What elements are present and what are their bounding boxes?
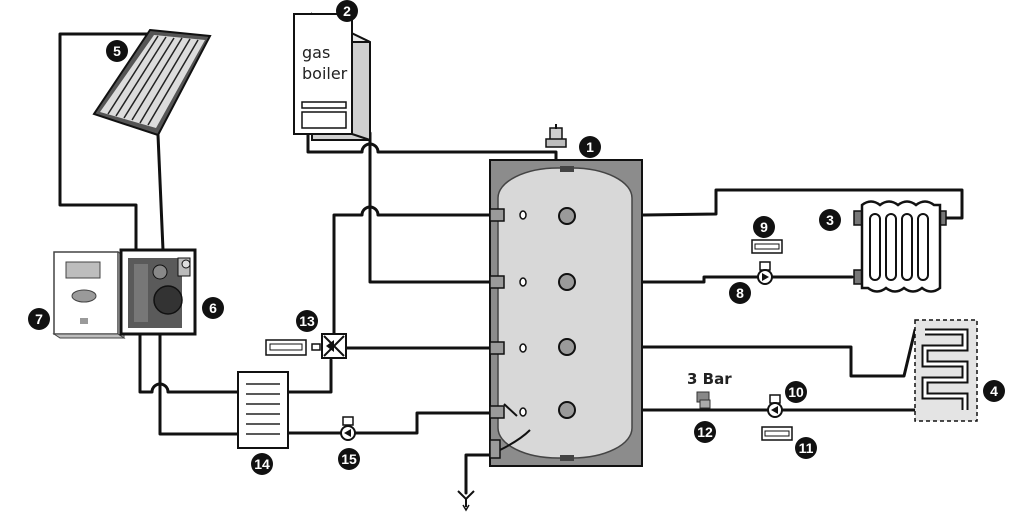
three-way-mixing-valve (311, 333, 347, 359)
pressure-relief-valve (696, 391, 711, 409)
solar-pump-station (119, 248, 197, 336)
svg-text:4: 4 (990, 383, 998, 399)
controller-display-9 (751, 239, 783, 254)
pipe-solar-right (156, 133, 165, 252)
pipe-drain (464, 453, 494, 495)
badge-7: 7 (28, 308, 50, 330)
badge-14: 14 (251, 453, 273, 475)
controller-display-13 (265, 339, 307, 356)
badge-3: 3 (819, 209, 841, 231)
badge-1: 1 (579, 136, 601, 158)
pump-10 (767, 394, 783, 418)
svg-text:13: 13 (299, 313, 315, 329)
svg-text:11: 11 (799, 440, 814, 456)
svg-text:8: 8 (736, 285, 744, 301)
pump-8 (757, 261, 773, 285)
svg-text:2: 2 (343, 3, 351, 19)
boiler-label-line1: gas (302, 43, 330, 62)
svg-text:6: 6 (209, 300, 217, 316)
badge-6: 6 (202, 297, 224, 319)
gas-boiler: gas boiler (293, 12, 371, 141)
solar-collector (92, 28, 212, 137)
svg-text:5: 5 (113, 43, 121, 59)
svg-text:7: 7 (35, 311, 43, 327)
pipe-valve-up (332, 205, 494, 338)
pipe-hx-to-valve (286, 358, 333, 394)
badge-2: 2 (336, 0, 358, 22)
pipe-station-hx-bottom (158, 330, 240, 436)
svg-text:14: 14 (254, 456, 270, 472)
badge-8: 8 (729, 282, 751, 304)
badge-15: 15 (338, 448, 360, 470)
svg-text:3: 3 (826, 212, 834, 228)
air-vent (545, 124, 567, 148)
plate-heat-exchanger (237, 371, 289, 449)
radiator (853, 200, 947, 293)
pipe-station-hx-top (138, 330, 240, 394)
svg-text:9: 9 (760, 219, 768, 235)
svg-text:12: 12 (697, 424, 713, 440)
badge-10: 10 (785, 381, 807, 403)
drain-icon (457, 490, 475, 512)
solar-controller (52, 251, 126, 339)
storage-tank (489, 159, 643, 467)
badge-9: 9 (753, 216, 775, 238)
badge-4: 4 (983, 380, 1005, 402)
pipe-solar-left (58, 32, 158, 252)
floor-heating (914, 319, 978, 422)
pipe-floor-flow (565, 328, 917, 378)
pressure-label: 3 Bar (687, 370, 732, 388)
badge-5: 5 (106, 40, 128, 62)
pipe-pump15-to-tank (353, 411, 494, 435)
badge-13: 13 (296, 310, 318, 332)
controller-display-11 (761, 426, 793, 441)
badge-12: 12 (694, 421, 716, 443)
badge-11: 11 (795, 437, 817, 459)
pump-15 (340, 416, 356, 441)
svg-text:1: 1 (586, 139, 594, 155)
svg-text:10: 10 (788, 384, 804, 400)
pipe-radiator-flow (565, 188, 964, 220)
boiler-label-line2: boiler (302, 64, 348, 83)
svg-text:15: 15 (341, 451, 357, 467)
